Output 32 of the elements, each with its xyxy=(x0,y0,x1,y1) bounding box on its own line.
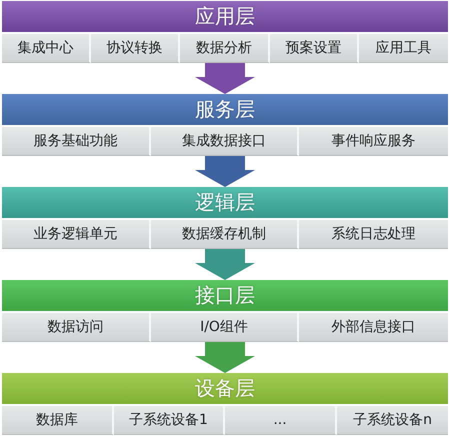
module-box: 子系统设备n xyxy=(337,406,448,435)
layer-panel xyxy=(2,280,448,342)
module-box: ... xyxy=(225,406,337,435)
module-box: 数据库 xyxy=(2,406,114,435)
arrow xyxy=(195,63,255,94)
module-box: 数据访问 xyxy=(2,313,151,342)
module-box: I/O组件 xyxy=(151,313,299,342)
module-box: 数据缓存机制 xyxy=(151,220,299,249)
arrow xyxy=(195,156,255,187)
module-box: 应用工具 xyxy=(359,34,448,63)
module-box: 集成中心 xyxy=(2,34,91,63)
module-box: 子系统设备1 xyxy=(114,406,225,435)
layer-panel xyxy=(2,94,448,156)
module-box: 业务逻辑单元 xyxy=(2,220,151,249)
arrow xyxy=(195,342,255,373)
module-box: 协议转换 xyxy=(91,34,180,63)
module-box: 预案设置 xyxy=(270,34,359,63)
module-box: 系统日志处理 xyxy=(299,220,448,249)
arrow xyxy=(195,249,255,280)
layer-title: 应用层 xyxy=(195,4,255,28)
module-box: 外部信息接口 xyxy=(299,313,448,342)
layer-title: 逻辑层 xyxy=(195,190,255,214)
layer-title: 接口层 xyxy=(195,283,255,307)
layer-panel xyxy=(2,1,448,63)
layer-title: 服务层 xyxy=(195,97,255,121)
layer-panel xyxy=(2,373,448,435)
layer-panel xyxy=(2,187,448,249)
module-box: 数据分析 xyxy=(180,34,270,63)
module-box: 事件响应服务 xyxy=(299,127,448,156)
module-box: 服务基础功能 xyxy=(2,127,151,156)
layer-title: 设备层 xyxy=(195,376,255,400)
module-box: 集成数据接口 xyxy=(151,127,299,156)
